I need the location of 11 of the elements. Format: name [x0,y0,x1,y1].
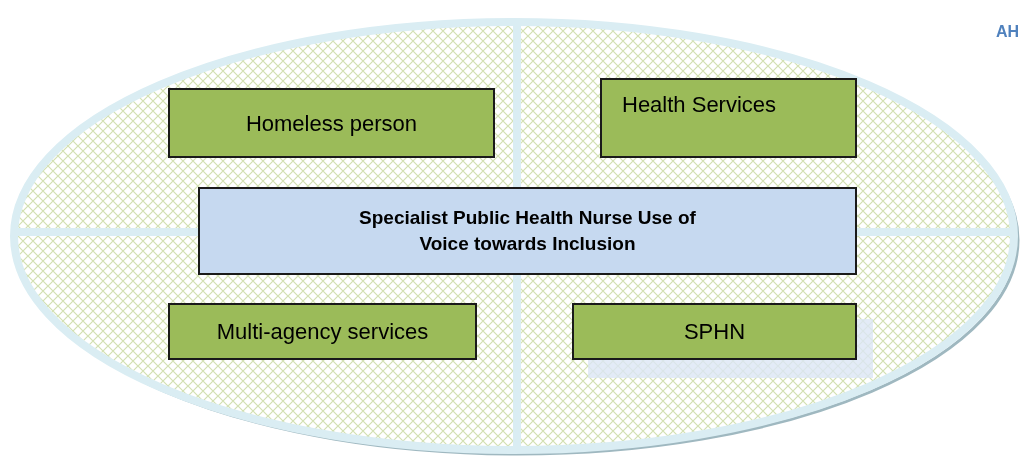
box-label: Homeless person [245,109,418,138]
box-label: Health Services [622,91,777,119]
box-label: SPHN [683,318,746,346]
box-label: Multi-agency services [216,318,429,346]
title-box [198,187,857,275]
category-box [572,303,857,360]
corner-label: AH [996,22,1020,42]
category-box [168,88,495,158]
category-box [168,303,477,360]
category-box [600,78,857,158]
box-label: Specialist Public Health Nurse Use of Voice towards Inclusion [358,206,697,256]
